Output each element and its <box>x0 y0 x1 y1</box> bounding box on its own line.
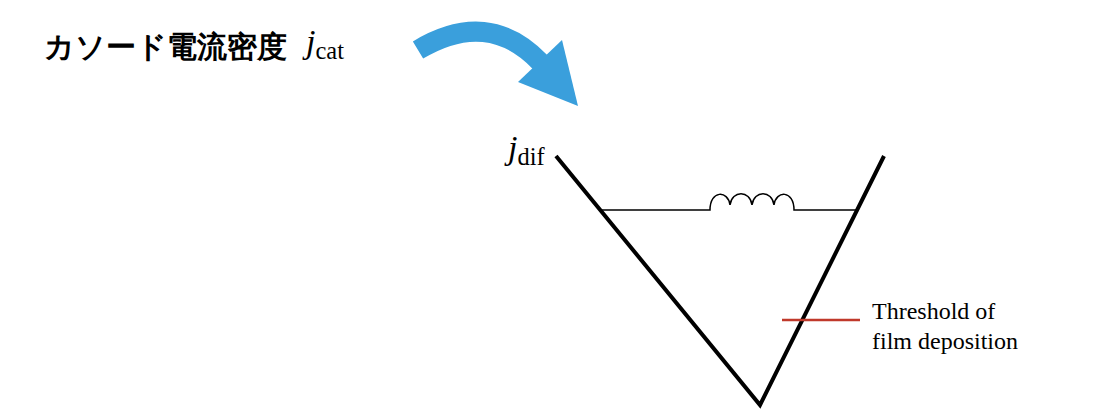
trench-walls <box>556 156 884 405</box>
cathode-current-label: カソード電流密度 <box>44 30 287 65</box>
diffusion-symbol: jdif <box>508 128 545 171</box>
flow-arrow-body <box>418 32 540 62</box>
flow-arrow-head <box>518 40 578 106</box>
threshold-label: Threshold of film deposition <box>872 296 1037 356</box>
threshold-line <box>782 319 860 322</box>
solution-surface <box>600 194 857 210</box>
current-symbol: jcat <box>306 22 344 65</box>
